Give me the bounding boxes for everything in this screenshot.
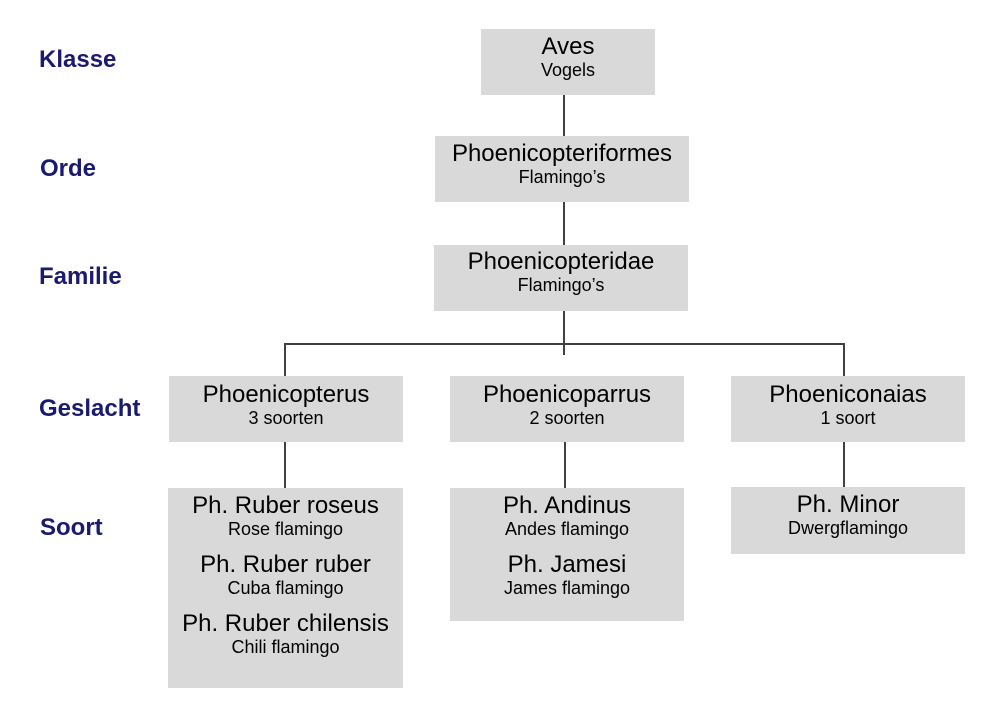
species-name: Ph. Jamesi: [507, 551, 627, 578]
family-name: Phoenicopteridae: [467, 248, 655, 275]
species-common-name: Cuba flamingo: [227, 578, 344, 598]
node-family: Phoenicopteridae Flamingo’s: [434, 245, 688, 311]
family-common-name: Flamingo’s: [517, 275, 605, 295]
rank-label-soort: Soort: [40, 514, 103, 541]
node-genus-phoenicopterus: Phoenicopterus 3 soorten: [169, 376, 403, 442]
genus-name: Phoenicoparrus: [482, 381, 652, 408]
node-genus-phoeniconaias: Phoeniconaias 1 soort: [731, 376, 965, 442]
order-name: Phoenicopteriformes: [451, 140, 673, 167]
genus-name: Phoenicopterus: [202, 381, 370, 408]
connector-bus-genus-1: [284, 343, 286, 377]
species-name: Ph. Ruber chilensis: [182, 610, 389, 637]
node-order: Phoenicopteriformes Flamingo’s: [435, 136, 689, 202]
genus-name: Phoeniconaias: [769, 381, 927, 408]
species-common-name: Andes flamingo: [504, 519, 630, 539]
genus-species-count: 3 soorten: [248, 408, 324, 428]
connector-genus3-species: [843, 442, 845, 488]
rank-label-geslacht: Geslacht: [39, 395, 141, 422]
connector-genus2-species: [564, 442, 566, 488]
species-common-name: Chili flamingo: [231, 637, 340, 657]
node-species-phoeniconaias: Ph. Minor Dwergflamingo: [731, 487, 965, 554]
node-class: Aves Vogels: [481, 29, 655, 95]
node-genus-phoenicoparrus: Phoenicoparrus 2 soorten: [450, 376, 684, 442]
node-species-phoenicopterus: Ph. Ruber roseus Rose flamingo Ph. Ruber…: [168, 488, 403, 688]
rank-label-familie: Familie: [39, 263, 122, 290]
species-entry: Ph. Ruber ruber Cuba flamingo: [168, 551, 403, 599]
connector-family-bus: [563, 310, 565, 355]
species-entry: Ph. Ruber roseus Rose flamingo: [168, 492, 403, 540]
genus-species-count: 2 soorten: [529, 408, 605, 428]
species-common-name: Dwergflamingo: [787, 518, 909, 538]
species-name: Ph. Andinus: [502, 492, 632, 519]
connector-genus1-species: [284, 442, 286, 488]
species-common-name: James flamingo: [503, 578, 631, 598]
species-name: Ph. Ruber roseus: [192, 492, 379, 519]
connector-genus-bus: [284, 343, 845, 345]
node-species-phoenicoparrus: Ph. Andinus Andes flamingo Ph. Jamesi Ja…: [450, 488, 684, 621]
species-entry: Ph. Ruber chilensis Chili flamingo: [168, 610, 403, 658]
connector-order-family: [563, 201, 565, 247]
rank-label-klasse: Klasse: [39, 46, 117, 73]
species-entry: Ph. Minor Dwergflamingo: [731, 491, 965, 539]
class-common-name: Vogels: [540, 60, 596, 80]
species-name: Ph. Minor: [796, 491, 900, 518]
order-common-name: Flamingo’s: [518, 167, 606, 187]
species-name: Ph. Ruber ruber: [200, 551, 371, 578]
species-entry: Ph. Andinus Andes flamingo: [450, 492, 684, 540]
class-name: Aves: [541, 33, 595, 60]
genus-species-count: 1 soort: [820, 408, 876, 428]
connector-class-order: [563, 95, 565, 136]
rank-label-orde: Orde: [40, 155, 97, 182]
species-common-name: Rose flamingo: [227, 519, 344, 539]
species-entry: Ph. Jamesi James flamingo: [450, 551, 684, 599]
connector-bus-genus-3: [843, 343, 845, 377]
